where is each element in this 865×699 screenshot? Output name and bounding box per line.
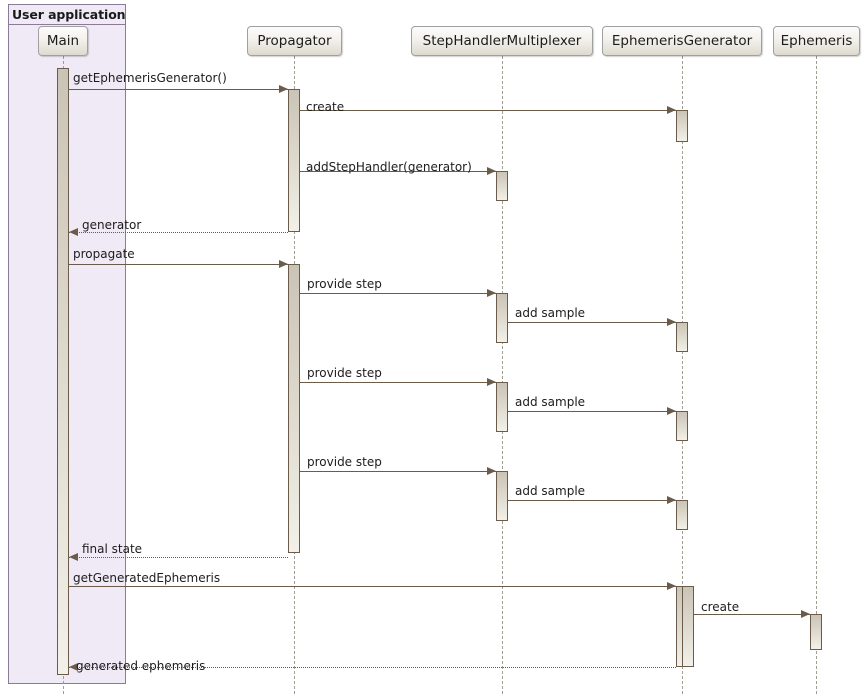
- participant-ephemeris[interactable]: Ephemeris: [773, 26, 860, 56]
- activation-bar-stephandlermultiplexer: [496, 382, 508, 432]
- message-line: [300, 471, 496, 472]
- arrow-head-icon: [667, 106, 676, 114]
- message-line: [69, 557, 288, 558]
- arrow-head-icon: [279, 260, 288, 268]
- message-line: [69, 89, 288, 90]
- message-label: provide step: [307, 455, 382, 469]
- activation-bar-ephemerisgenerator: [676, 322, 688, 352]
- activation-bar-main: [57, 68, 69, 675]
- arrow-head-icon: [487, 378, 496, 386]
- message-label: provide step: [307, 277, 382, 291]
- message-label: final state: [82, 542, 143, 556]
- arrow-head-icon: [487, 289, 496, 297]
- message-line: [508, 500, 676, 501]
- arrow-head-icon: [667, 496, 676, 504]
- activation-bar-ephemerisgenerator: [676, 110, 688, 142]
- message-label: add sample: [515, 395, 586, 409]
- message-label: add sample: [515, 484, 586, 498]
- message-label: propagate: [73, 247, 135, 261]
- participant-stephandlermultiplexer[interactable]: StepHandlerMultiplexer: [411, 26, 593, 56]
- activation-bar-ephemerisgenerator: [676, 500, 688, 530]
- group-title-divider: [8, 24, 126, 25]
- message-label: provide step: [307, 366, 382, 380]
- arrow-head-icon: [667, 582, 676, 590]
- activation-bar-stephandlermultiplexer: [496, 293, 508, 343]
- message-line: [69, 586, 676, 587]
- message-line: [508, 411, 676, 412]
- arrow-head-icon: [69, 663, 78, 671]
- arrow-head-icon: [801, 610, 810, 618]
- message-label: getEphemerisGenerator(): [73, 71, 227, 85]
- message-line: [300, 171, 496, 172]
- activation-bar-ephemerisgenerator: [682, 586, 694, 667]
- activation-bar-propagator: [288, 89, 300, 232]
- message-line: [69, 264, 288, 265]
- participant-ephemerisgenerator[interactable]: EphemerisGenerator: [602, 26, 762, 56]
- message-line: [69, 667, 676, 668]
- activation-bar-propagator: [288, 264, 300, 553]
- message-line: [694, 614, 810, 615]
- participant-propagator[interactable]: Propagator: [247, 26, 342, 56]
- message-label: generator: [82, 218, 142, 232]
- activation-bar-ephemeris: [810, 614, 822, 650]
- activation-bar-ephemerisgenerator: [676, 411, 688, 441]
- message-label: addStepHandler(generator): [306, 160, 472, 174]
- message-label: generated ephemeris: [76, 659, 206, 673]
- arrow-head-icon: [69, 553, 78, 561]
- message-line: [300, 293, 496, 294]
- message-label: create: [701, 600, 740, 614]
- message-line: [300, 382, 496, 383]
- message-label: add sample: [515, 306, 586, 320]
- message-line: [69, 232, 288, 233]
- arrow-head-icon: [487, 467, 496, 475]
- arrow-head-icon: [667, 407, 676, 415]
- lifeline-ephemerisgenerator: [682, 56, 683, 694]
- group-title-label: User application: [12, 7, 126, 22]
- arrow-head-icon: [69, 228, 78, 236]
- message-label: getGeneratedEphemeris: [73, 571, 221, 585]
- message-line: [508, 322, 676, 323]
- message-line: [300, 110, 676, 111]
- participant-main[interactable]: Main: [38, 26, 88, 56]
- arrow-head-icon: [279, 85, 288, 93]
- lifeline-stephandlermultiplexer: [502, 56, 503, 694]
- lifeline-ephemeris: [816, 56, 817, 694]
- activation-bar-stephandlermultiplexer: [496, 471, 508, 521]
- message-label: create: [306, 100, 345, 114]
- activation-bar-stephandlermultiplexer: [496, 171, 508, 201]
- arrow-head-icon: [667, 318, 676, 326]
- arrow-head-icon: [487, 167, 496, 175]
